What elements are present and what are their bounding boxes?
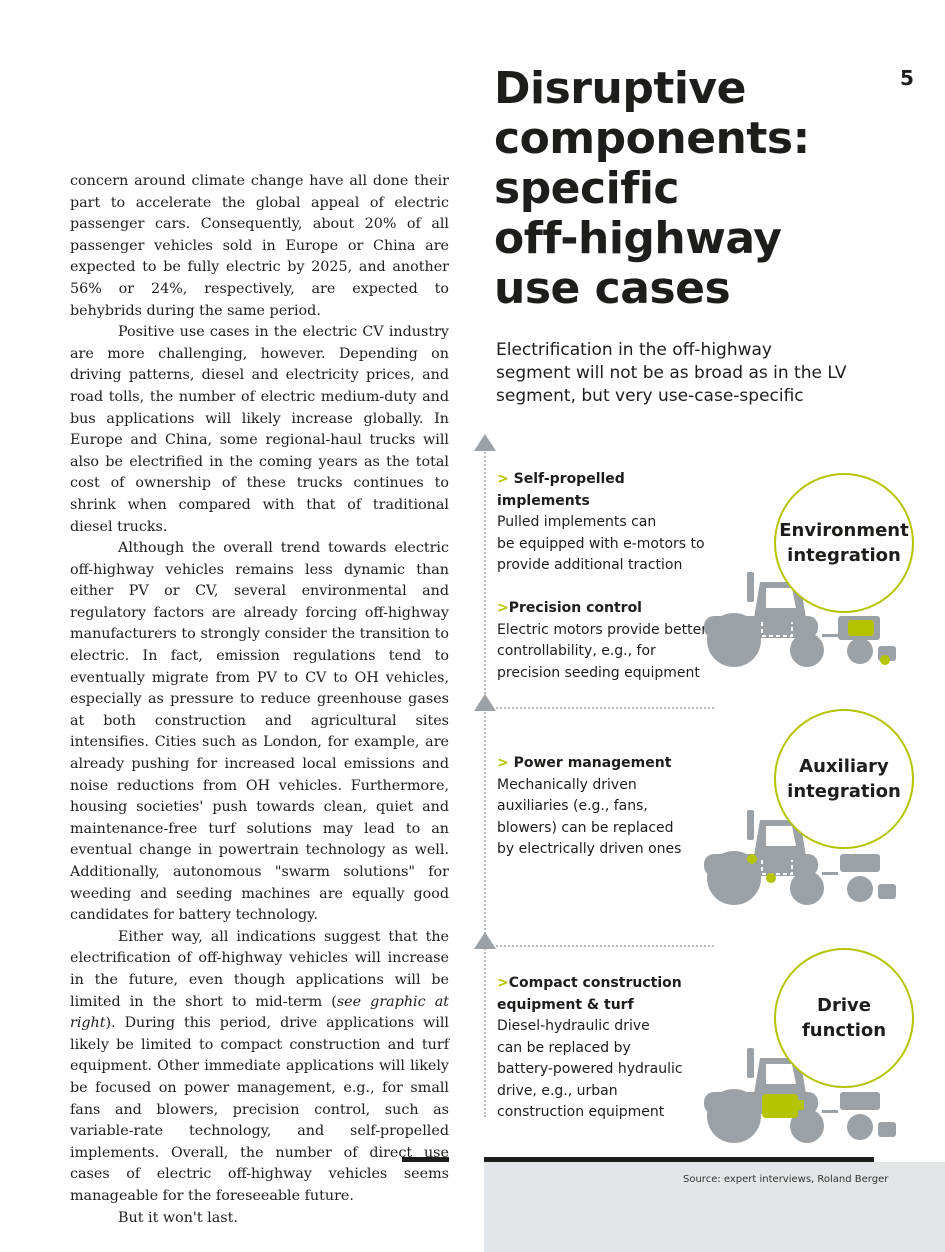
bullet-marker: > bbox=[497, 975, 509, 991]
level-drive-items: >Compact construction equipment & turf D… bbox=[497, 973, 712, 1124]
paragraph-text: Either way, all indications suggest that… bbox=[70, 928, 449, 1010]
auxiliary-integration-circle: Auxiliary integration bbox=[774, 709, 914, 849]
item-description: Diesel-hydraulic drive can be replaced b… bbox=[497, 1018, 683, 1120]
level-label: Environment integration bbox=[779, 520, 909, 566]
tractor-auxiliary-icon bbox=[704, 810, 896, 905]
environment-integration-circle: Environment integration bbox=[774, 473, 914, 613]
item-description: Pulled implements can be equipped with e… bbox=[497, 514, 705, 573]
article-paragraph: Positive use cases in the electric CV in… bbox=[70, 324, 449, 535]
level-environment-items: > Self-propelled implements Pulled imple… bbox=[497, 469, 712, 684]
article-body: concern around climate change have all d… bbox=[70, 171, 449, 1229]
graphic-subtitle: Electrification in the off-highway segme… bbox=[496, 340, 847, 406]
vertical-axis bbox=[484, 445, 486, 1117]
item-title-text: Self-propelled implements bbox=[497, 471, 625, 509]
tractor-drive-icon bbox=[704, 1048, 896, 1143]
article-paragraph: Although the overall trend towards elect… bbox=[70, 540, 449, 924]
paragraph-text: ). During this period, drive application… bbox=[70, 1015, 449, 1204]
up-arrow-icon bbox=[474, 434, 496, 451]
page-number: 5 bbox=[900, 66, 914, 90]
item-title: >Compact construction equipment & turf bbox=[497, 973, 712, 1016]
level-label: Drive function bbox=[801, 995, 887, 1041]
item-title: >Precision control bbox=[497, 598, 712, 620]
drive-function-circle: Drive function bbox=[774, 948, 914, 1088]
level-label: Auxiliary integration bbox=[787, 756, 901, 802]
item-title-text: Compact construction equipment & turf bbox=[497, 975, 682, 1013]
level-divider bbox=[496, 707, 714, 709]
article-paragraph: Either way, all indications suggest that… bbox=[70, 927, 449, 1208]
bullet-marker: > bbox=[497, 471, 509, 487]
up-arrow-icon bbox=[474, 694, 496, 711]
bullet-marker: > bbox=[497, 755, 509, 771]
source-note: Source: expert interviews, Roland Berger bbox=[683, 1174, 889, 1185]
item-title: > Self-propelled implements bbox=[497, 469, 712, 512]
bullet-marker: > bbox=[497, 600, 509, 616]
graphic-bottom-rule bbox=[484, 1157, 874, 1162]
item-description: Mechanically driven auxiliaries (e.g., f… bbox=[497, 776, 682, 858]
column-end-rule bbox=[402, 1157, 449, 1162]
closing-line: But it won't last. bbox=[118, 1209, 238, 1226]
item-title-text: Precision control bbox=[508, 600, 642, 616]
source-footer bbox=[484, 1162, 945, 1252]
item-description: Electric motors provide better controlla… bbox=[497, 621, 707, 681]
graphic-reference: see graphic at right bbox=[70, 993, 449, 1032]
article-paragraph: concern around climate change have all d… bbox=[70, 173, 449, 319]
level-auxiliary-items: > Power management Mechanically driven a… bbox=[497, 753, 712, 861]
item-title: > Power management bbox=[497, 753, 712, 775]
graphic-title: Disruptive components: specific off-high… bbox=[494, 63, 810, 314]
up-arrow-icon bbox=[474, 932, 496, 949]
item-title-text: Power management bbox=[513, 755, 672, 771]
level-divider bbox=[496, 945, 714, 947]
